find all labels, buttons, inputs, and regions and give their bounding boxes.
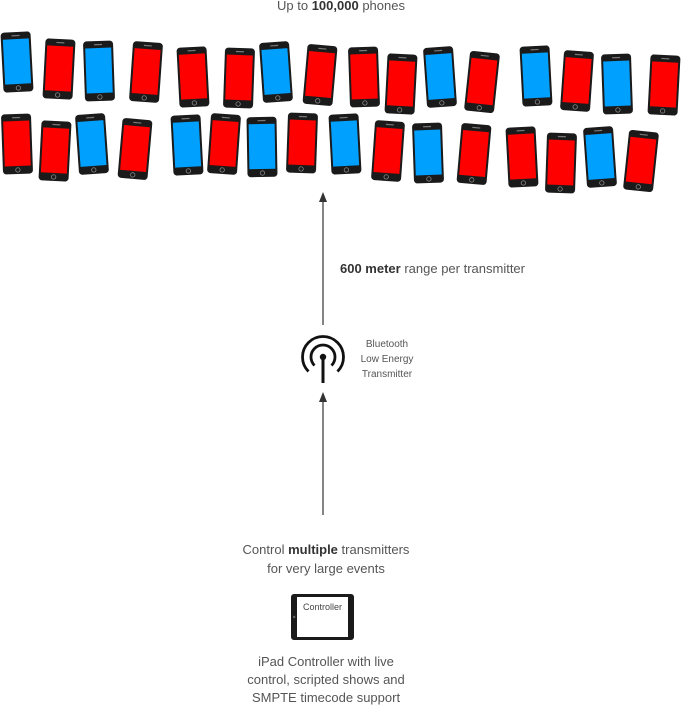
phone-screen [373, 127, 403, 174]
ipad-caption-line-1: iPad Controller with live [258, 654, 394, 669]
ipad-caption: iPad Controller with live control, scrip… [0, 653, 652, 707]
phone-blue [328, 113, 362, 175]
phone-screen [209, 120, 239, 167]
control-prefix: Control [242, 542, 289, 557]
phone-red [647, 54, 681, 116]
phone-blue [246, 116, 278, 178]
ipad-caption-line-2: control, scripted shows and [247, 672, 405, 687]
phone-blue [83, 40, 115, 102]
phone-screen [3, 120, 31, 167]
phone-red [176, 46, 210, 108]
phone-screen [585, 133, 615, 180]
phone-screen [649, 61, 679, 108]
phone-blue [412, 122, 444, 184]
phone-screen [2, 38, 32, 85]
control-suffix: transmitters [337, 542, 410, 557]
phone-screen [425, 53, 455, 100]
phone-screen [386, 60, 416, 107]
phone-screen [562, 57, 592, 104]
range-caption: 600 meter range per transmitter [340, 261, 525, 276]
phone-crowd [0, 31, 681, 194]
phone-screen [330, 120, 360, 167]
phone-blue [170, 114, 204, 176]
transmitter-label-line-3: Transmitter [361, 369, 413, 380]
caption-suffix: phones [358, 0, 405, 13]
transmitter-label-line-1: Bluetooth [365, 339, 409, 350]
phone-red [464, 50, 500, 114]
phone-red [371, 120, 405, 182]
phone-red [560, 50, 594, 112]
phone-screen [305, 50, 335, 99]
control-caption: Control multiple transmitters for very l… [0, 540, 652, 578]
phone-screen [248, 123, 276, 170]
phone-red [623, 129, 659, 193]
phone-screen [466, 57, 498, 106]
phone-screen [44, 45, 74, 92]
phone-screen [459, 129, 489, 178]
phone-screen [350, 53, 378, 100]
phone-red [348, 46, 380, 108]
range-bold: 600 meter [340, 261, 401, 276]
phone-red [38, 120, 72, 182]
range-suffix: range per transmitter [400, 261, 525, 276]
phone-blue [583, 126, 617, 188]
phones-count-caption: Up to 100,000 phones [0, 0, 682, 13]
phone-red [302, 44, 338, 106]
phone-screen [603, 60, 631, 107]
phone-screen [85, 47, 113, 94]
control-caption-line-2: for very large events [267, 561, 385, 576]
arrow-controller-to-transmitter [319, 392, 327, 515]
phone-screen [547, 139, 575, 186]
phone-screen [172, 121, 202, 168]
phone-blue [519, 45, 553, 107]
transmitter-label: Bluetooth Low Energy Transmitter [352, 337, 422, 382]
phone-screen [178, 53, 208, 100]
transmitter-label-line-2: Low Energy [360, 354, 414, 365]
control-caption-line-1: Control multiple transmitters [0, 540, 652, 559]
phone-blue [423, 46, 457, 108]
phone-screen [261, 48, 291, 95]
ipad-screen-label: Controller [303, 602, 342, 612]
arrow-transmitter-to-phones [319, 192, 327, 325]
phone-red [456, 123, 492, 185]
phone-screen [521, 52, 551, 99]
phone-screen [414, 129, 442, 176]
caption-prefix: Up to [277, 0, 312, 13]
caption-bold-count: 100,000 [311, 0, 359, 13]
phone-red [286, 112, 318, 174]
phone-screen [507, 133, 537, 180]
phone-red [505, 126, 539, 188]
phone-screen [131, 48, 161, 95]
phone-screen [40, 127, 70, 174]
control-bold: multiple [288, 542, 338, 557]
phone-screen [120, 124, 150, 173]
phone-red [129, 41, 163, 103]
phone-blue [75, 113, 109, 175]
phone-red [223, 47, 255, 109]
phone-red [117, 118, 153, 180]
phone-blue [601, 53, 633, 115]
phone-screen [225, 54, 253, 101]
phone-red [207, 113, 241, 175]
phone-blue [0, 31, 34, 93]
phone-red [42, 38, 76, 100]
phone-red [545, 132, 577, 194]
phone-blue [259, 41, 293, 103]
ipad-caption-line-3: SMPTE timecode support [251, 690, 401, 705]
phone-red [384, 53, 418, 115]
phone-screen [288, 119, 316, 166]
phone-screen [77, 120, 107, 167]
phone-screen [625, 136, 657, 185]
phone-red [1, 113, 33, 175]
